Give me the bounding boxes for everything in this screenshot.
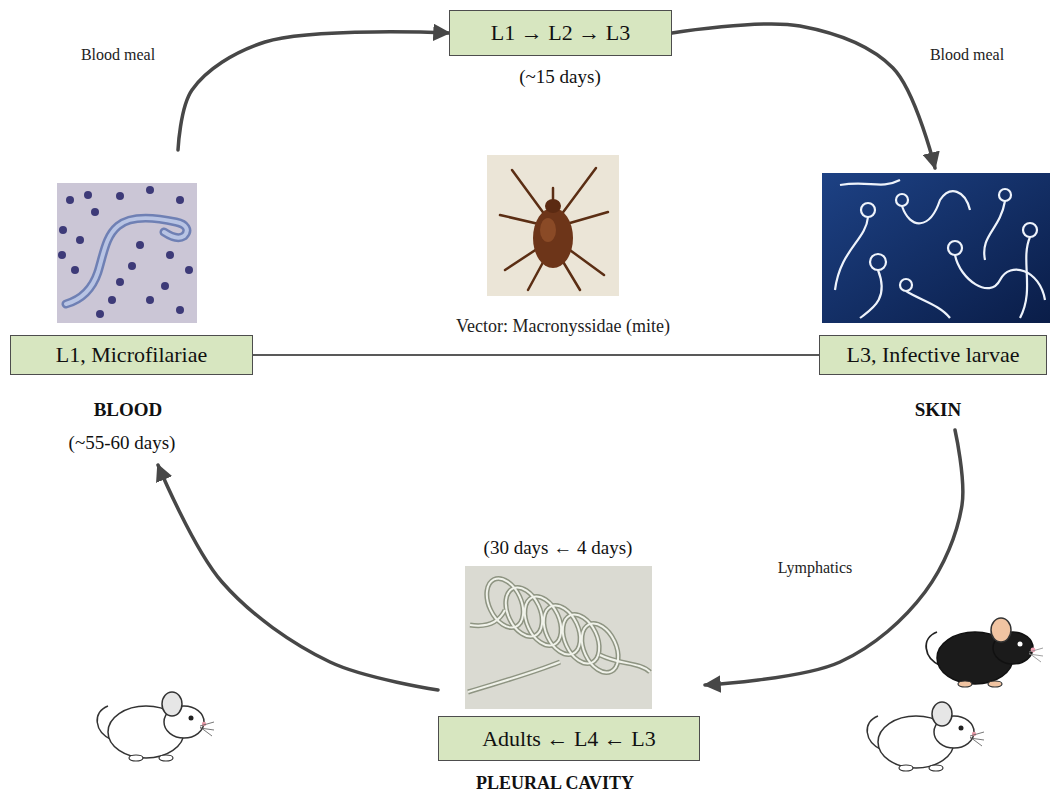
edge-label: Vector: Macronyssidae (mite) xyxy=(453,316,673,337)
cycle-arrow xyxy=(178,32,449,150)
larvae-photo xyxy=(840,180,900,185)
microfilaria-photo xyxy=(91,208,99,216)
larvae-photo xyxy=(822,173,1050,323)
microfilaria-photo xyxy=(58,251,66,259)
stage-caption: (~55-60 days) xyxy=(69,432,176,454)
stage-caption: BLOOD xyxy=(94,399,163,421)
stage-label: L1, Microfilariae xyxy=(56,342,208,367)
microfilaria-photo xyxy=(161,282,169,290)
mite-photo xyxy=(545,199,561,213)
microfilaria-photo xyxy=(146,296,154,304)
larvae-photo xyxy=(822,173,1050,323)
microfilaria-photo xyxy=(66,218,187,304)
mite-photo xyxy=(500,168,608,290)
stage-box: Adults ← L4 ← L3 xyxy=(438,716,700,761)
microfilaria-photo xyxy=(59,226,67,234)
mite-photo xyxy=(487,155,619,296)
adult-worms-photo xyxy=(465,566,652,709)
microfilaria-photo xyxy=(96,310,104,318)
microfilaria-photo xyxy=(185,266,193,274)
stage-node: Adults ← L4 ← L3 xyxy=(438,560,705,761)
stage-box: L1 → L2 → L3 xyxy=(449,10,672,56)
larvae-photo xyxy=(1023,223,1037,237)
larvae-photo xyxy=(860,270,882,318)
adult-worms-photo xyxy=(468,573,650,692)
cycle-arrow xyxy=(158,465,438,690)
microfilaria-photo xyxy=(176,196,184,204)
stage-node: L1 → L2 → L3 xyxy=(449,10,672,56)
microfilaria-photo xyxy=(84,191,92,199)
microfilaria-photo xyxy=(57,183,197,323)
mouse-drawing xyxy=(97,692,214,761)
stage-label: Adults ← L4 ← L3 xyxy=(482,726,656,751)
larvae-photo xyxy=(999,189,1011,201)
larvae-photo xyxy=(955,255,1045,300)
larvae-photo xyxy=(835,217,868,290)
adult-worms-photo xyxy=(468,662,560,692)
larvae-photo xyxy=(1020,237,1030,318)
larvae-photo xyxy=(948,241,962,255)
mouse-drawing xyxy=(926,618,1043,687)
stage-caption: (30 days ← 4 days) xyxy=(484,537,633,559)
mouse-drawing xyxy=(867,702,984,771)
larvae-photo xyxy=(861,203,875,217)
cycle-arrow xyxy=(672,24,935,168)
microfilaria-photo xyxy=(146,186,154,194)
microfilaria-photo xyxy=(128,262,136,270)
larvae-photo xyxy=(902,191,970,223)
adult-worms-photo xyxy=(600,655,650,672)
mite-photo xyxy=(561,168,596,215)
microfilaria-photo xyxy=(116,192,124,200)
microfilaria-photo xyxy=(66,196,74,204)
adult-worms-photo xyxy=(575,618,626,679)
microfilaria-photo xyxy=(116,278,124,286)
microfilaria-photo xyxy=(176,306,184,314)
stage-box: L3, Infective larvae xyxy=(819,335,1047,375)
larvae-photo xyxy=(870,254,886,270)
edge-label: Lymphatics xyxy=(775,559,856,577)
microfilaria-photo xyxy=(66,218,187,304)
mite-photo xyxy=(487,155,619,296)
microfilaria-photo xyxy=(108,296,116,304)
cycle-arrow xyxy=(705,430,963,685)
larvae-photo xyxy=(835,180,1045,318)
adult-worms-photo xyxy=(465,566,652,709)
mite-photo xyxy=(540,218,556,242)
edge-label: Blood meal xyxy=(78,46,158,64)
stage-box: L1, Microfilariae xyxy=(10,335,253,375)
larvae-photo xyxy=(906,291,950,318)
stage-caption: SKIN xyxy=(915,399,961,421)
stage-label: L3, Infective larvae xyxy=(847,342,1020,367)
microfilaria-photo xyxy=(58,186,193,318)
microfilaria-photo xyxy=(76,236,84,244)
larvae-photo xyxy=(900,279,912,291)
mite-photo xyxy=(512,170,545,215)
microfilaria-photo xyxy=(57,183,197,323)
stage-caption: PLEURAL CAVITY xyxy=(476,773,634,794)
larvae-photo xyxy=(896,194,908,206)
mite-photo xyxy=(533,208,573,268)
stage-node: L3, Infective larvae xyxy=(819,168,1048,430)
edge-label: Blood meal xyxy=(927,46,1007,64)
microfilaria-photo xyxy=(71,266,79,274)
adult-worms-photo xyxy=(468,573,650,692)
cycle-arrow xyxy=(253,354,819,356)
microfilaria-photo xyxy=(166,251,174,259)
stage-caption: (~15 days) xyxy=(519,66,601,88)
adult-worms-photo xyxy=(468,662,560,692)
microfilaria-photo xyxy=(136,241,144,249)
stage-label: L1 → L2 → L3 xyxy=(491,20,630,45)
adult-worms-photo xyxy=(600,655,650,672)
larvae-photo xyxy=(984,201,1005,260)
